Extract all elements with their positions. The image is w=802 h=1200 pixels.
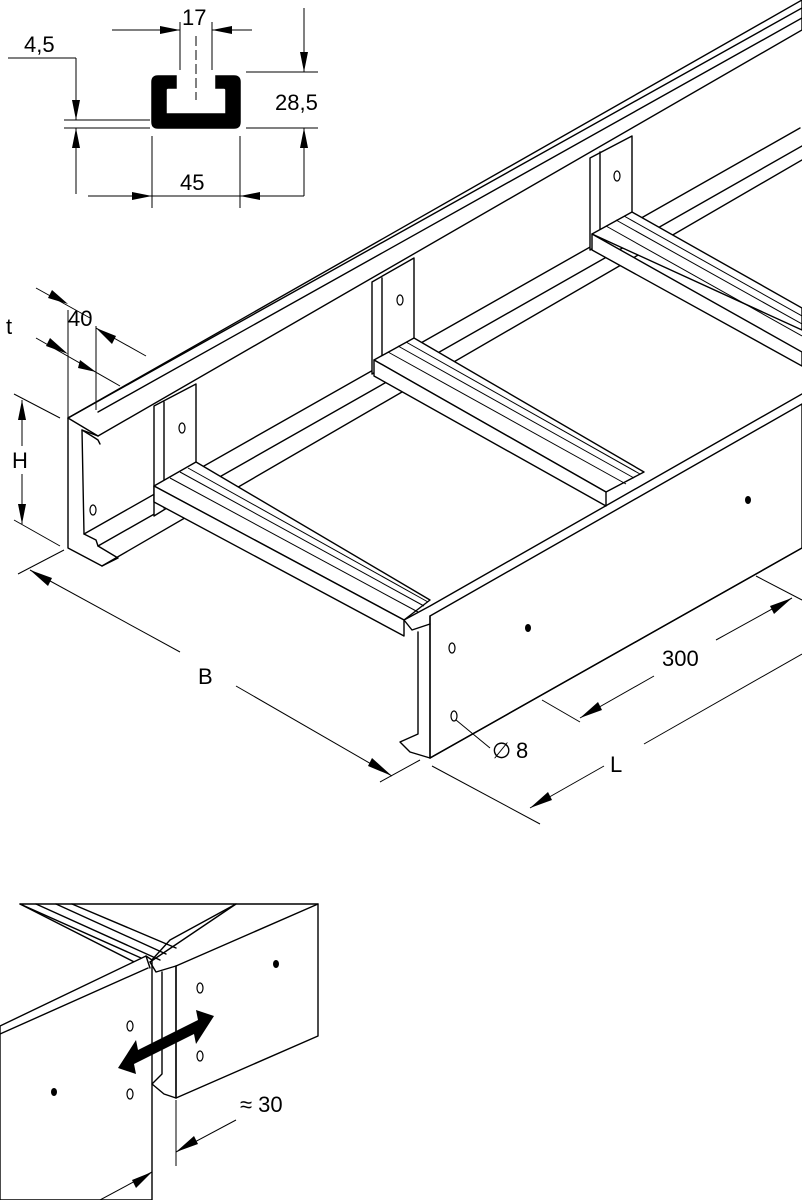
dim-H: H — [10, 393, 61, 547]
dim-L-label: L — [610, 752, 622, 777]
rung-2 — [373, 337, 645, 507]
dim-t-label: t — [6, 314, 12, 339]
dim-rung-spacing-label: 300 — [662, 646, 699, 671]
dim-t-40: t 40 — [6, 287, 147, 418]
rail-hole — [448, 642, 456, 654]
rung-1 — [153, 461, 431, 637]
dim-rung-spacing: 300 — [541, 575, 802, 723]
dim-B-label: B — [198, 664, 213, 689]
joint-detail: ≈ 30 — [0, 903, 319, 1200]
rung-3 — [591, 211, 802, 367]
c-channel-section — [151, 75, 241, 129]
slide-double-arrow — [118, 1010, 214, 1074]
dim-width-label: 45 — [180, 170, 204, 195]
cable-ladder-isometric: t 40 H B — [6, 0, 802, 825]
diameter-symbol: ∅ — [492, 738, 511, 763]
dim-slot-label: 17 — [182, 5, 206, 30]
near-side-rail — [399, 393, 802, 759]
dim-gap-label: ≈ 30 — [240, 1092, 283, 1117]
dim-hole-label: 8 — [516, 738, 528, 763]
dim-wall-label: 4,5 — [24, 32, 55, 57]
profile-cross-section: 17 4,5 28,5 45 — [8, 5, 318, 208]
far-side-rail — [67, 0, 802, 567]
dim-L: L — [431, 653, 802, 825]
rail-hole — [450, 710, 458, 722]
dim-B: B — [17, 549, 421, 783]
dim-hole: ∅ 8 — [455, 719, 528, 763]
dim-height-label: 28,5 — [275, 90, 318, 115]
dim-H-label: H — [12, 448, 28, 473]
rail-hole — [89, 504, 97, 516]
rungs — [153, 211, 802, 637]
dim-side-label: 40 — [68, 306, 92, 331]
